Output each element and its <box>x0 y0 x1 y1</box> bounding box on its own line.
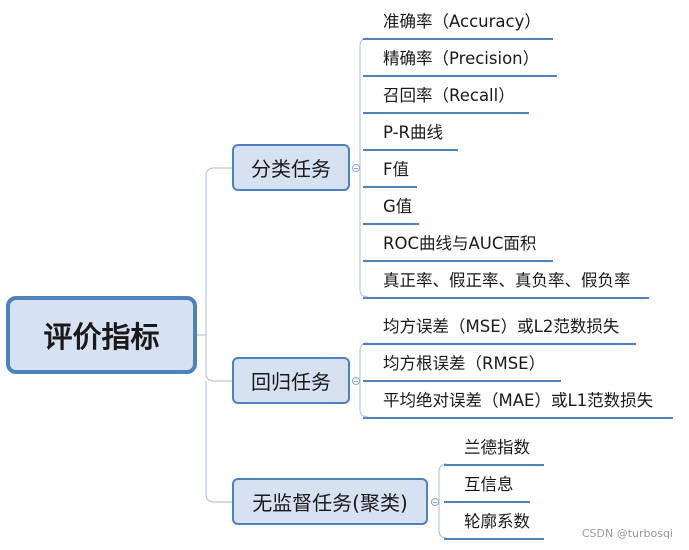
leaf-underline <box>444 501 530 503</box>
leaf-rates[interactable]: 真正率、假正率、真负率、假负率 <box>383 271 631 290</box>
leaf-underline <box>363 260 553 262</box>
leaf-underline <box>363 297 649 299</box>
leaf-mae[interactable]: 平均绝对误差（MAE）或L1范数损失 <box>383 391 654 410</box>
collapse-toggle-icon[interactable] <box>352 164 360 172</box>
root-node[interactable]: 评价指标 <box>6 296 197 374</box>
branch-connector <box>359 381 369 418</box>
branch-unsupervised[interactable]: 无监督任务(聚类) <box>232 478 428 525</box>
branch-connector <box>359 342 369 381</box>
leaf-underline <box>363 112 529 114</box>
leaf-mse[interactable]: 均方误差（MSE）或L2范数损失 <box>383 317 620 336</box>
leaf-underline <box>363 343 636 345</box>
leaf-underline <box>363 380 561 382</box>
leaf-underline <box>363 149 458 151</box>
leaf-underline <box>363 223 419 225</box>
leaf-underline <box>363 75 557 77</box>
leaf-silhouette[interactable]: 轮廓系数 <box>464 512 530 531</box>
leaf-accuracy[interactable]: 准确率（Accuracy） <box>383 12 541 31</box>
leaf-rmse[interactable]: 均方根误差（RMSE） <box>383 354 546 373</box>
collapse-toggle-icon[interactable] <box>431 498 439 506</box>
leaf-underline <box>444 464 544 466</box>
root-label: 评价指标 <box>43 320 160 354</box>
leaf-underline <box>363 38 553 40</box>
branch-connector <box>438 463 448 502</box>
leaf-f-value[interactable]: F值 <box>383 160 409 179</box>
branch-connector <box>359 168 369 298</box>
leaf-underline <box>363 186 417 188</box>
leaf-precision[interactable]: 精确率（Precision） <box>383 49 540 68</box>
root-connector <box>205 335 232 382</box>
branch-classification[interactable]: 分类任务 <box>232 144 350 191</box>
root-connector <box>197 167 232 336</box>
leaf-underline <box>363 417 673 419</box>
leaf-recall[interactable]: 召回率（Recall） <box>383 86 515 105</box>
root-connector <box>205 381 232 503</box>
branch-label: 无监督任务(聚类) <box>252 491 408 515</box>
branch-connector <box>438 502 448 539</box>
leaf-underline <box>444 538 544 540</box>
watermark: CSDN @turbosqi <box>581 527 673 540</box>
branch-label: 分类任务 <box>251 157 331 181</box>
branch-label: 回归任务 <box>251 370 331 394</box>
leaf-mutual-info[interactable]: 互信息 <box>464 475 514 494</box>
leaf-roc-auc[interactable]: ROC曲线与AUC面积 <box>383 234 537 253</box>
leaf-rand-index[interactable]: 兰德指数 <box>464 438 530 457</box>
collapse-toggle-icon[interactable] <box>352 377 360 385</box>
branch-regression[interactable]: 回归任务 <box>232 357 350 404</box>
leaf-g-value[interactable]: G值 <box>383 197 413 216</box>
leaf-pr-curve[interactable]: P-R曲线 <box>383 123 444 142</box>
